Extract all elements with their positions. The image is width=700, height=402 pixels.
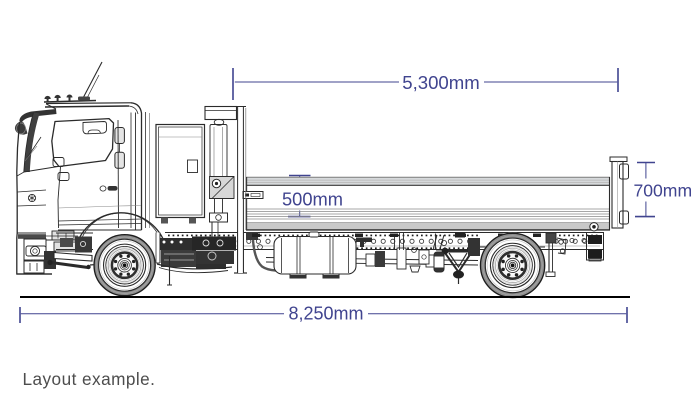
svg-text:8,250mm: 8,250mm — [288, 303, 363, 323]
svg-text:700mm: 700mm — [633, 181, 692, 201]
svg-text:500mm: 500mm — [282, 188, 343, 209]
svg-text:Layout example.: Layout example. — [23, 369, 156, 389]
svg-text:5,300mm: 5,300mm — [402, 72, 480, 93]
